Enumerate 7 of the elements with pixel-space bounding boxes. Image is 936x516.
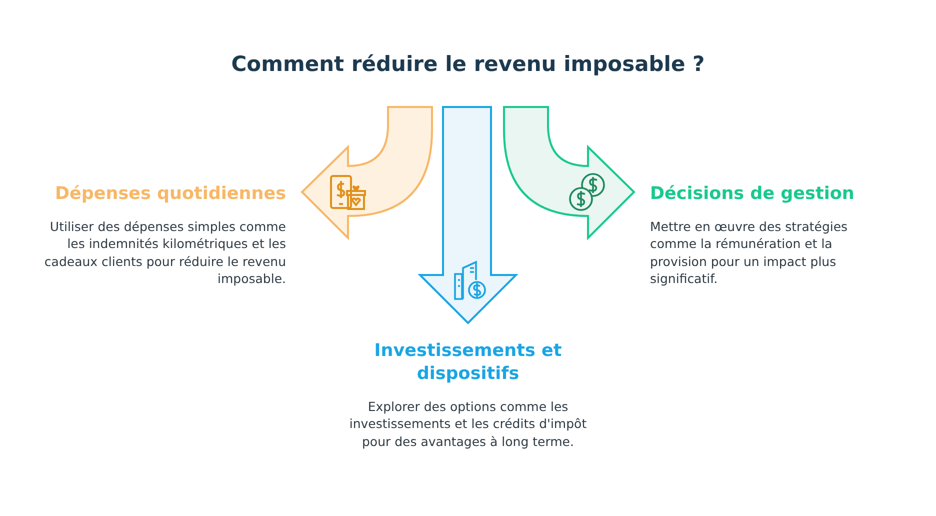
heading: Dépenses quotidiennes xyxy=(54,183,286,206)
description: Explorer des options comme les investissements et les crédits d'impôt pour des avantages à long terme. xyxy=(348,398,588,450)
heading: Investissements et dispositifs xyxy=(373,340,563,386)
heading: Décisions de gestion xyxy=(650,183,856,206)
description: Utiliser des dépenses simples comme les indemnités kilométriques et les cadeaux clients pour réduire le revenu imposable. xyxy=(43,218,286,288)
title: Comment réduire le revenu imposable ? xyxy=(230,52,706,76)
description: Mettre en œuvre des stratégies comme la rémunération et la provision pour un impact plus significatif. xyxy=(650,218,849,288)
